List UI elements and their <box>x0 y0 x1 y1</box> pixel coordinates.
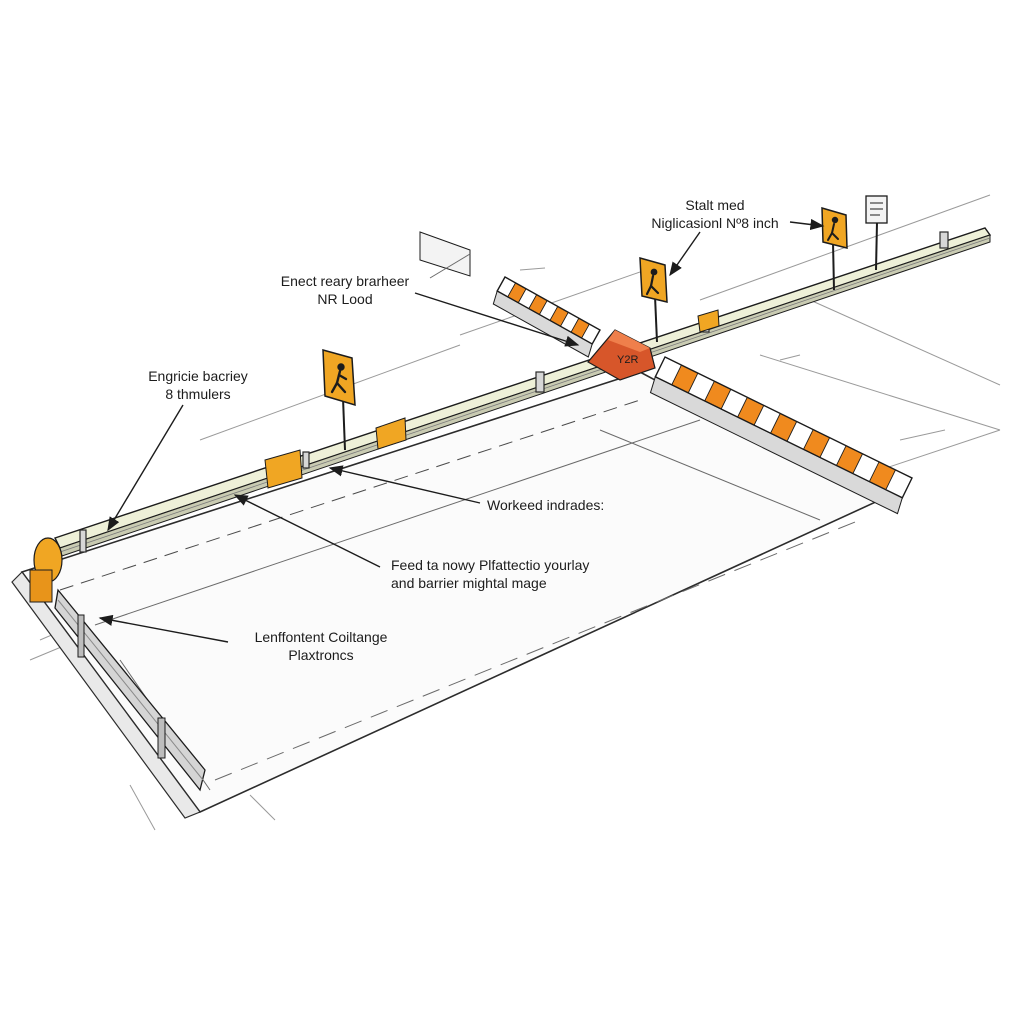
label-enect-barrier-line-1: Enect reary brarheer <box>280 273 410 289</box>
label-worked-indrades-line-1: Workeed indrades: <box>487 497 605 513</box>
rail-plates <box>264 309 720 489</box>
label-engricie-barrier-line-2: 8 thmulers <box>165 386 231 402</box>
leader-arrows <box>98 218 825 643</box>
arrow-worked-indrades <box>328 465 481 504</box>
info-sign-far-right <box>865 195 888 271</box>
side-fence <box>54 588 206 792</box>
label-lenffontent-line-1: Lenffontent Coiltange <box>254 629 388 645</box>
label-staff-med: Stalt med Niglicasionl Nº8 inch <box>651 196 778 232</box>
label-lenffontent-line-2: Plaxtroncs <box>288 647 354 663</box>
rail-end-cap <box>29 537 63 603</box>
label-worked-indrades: Workeed indrades: <box>487 496 604 514</box>
pedestrian-sign-right <box>821 206 848 291</box>
background-sign <box>419 231 471 279</box>
svg-text:Y2R: Y2R <box>617 354 638 366</box>
center-cone-block: Y2R <box>587 329 656 381</box>
barrier-upper-outline <box>496 276 601 345</box>
pedestrian-icon <box>330 363 348 394</box>
label-feed-platform-line-1: Feed ta nowy Plfattectio yourlay <box>391 557 590 573</box>
label-staff-med-line-2: Niglicasionl Nº8 inch <box>651 215 779 231</box>
pedestrian-icon <box>827 216 839 241</box>
arrow-feed-platform <box>233 494 381 568</box>
pedestrian-sign-left <box>322 349 356 451</box>
label-enect-barrier: Enect reary brarheer NR Lood <box>281 272 409 308</box>
pedestrian-sign-center <box>639 256 668 343</box>
label-feed-platform: Feed ta nowy Plfattectio yourlay and bar… <box>391 556 589 592</box>
info-board-icon <box>870 202 883 216</box>
arrow-engricie-barrier <box>107 404 184 532</box>
arrow-lenffontent <box>98 614 229 643</box>
label-lenffontent: Lenffontent Coiltange Plaxtroncs <box>255 628 388 664</box>
arrow-staff-med-right <box>789 218 825 231</box>
label-engricie-barrier-line-1: Engricie bacriey <box>148 368 248 384</box>
arrow-enect-barrier <box>414 292 580 347</box>
barrier-lower-outline <box>654 356 913 499</box>
label-enect-barrier-line-2: NR Lood <box>317 291 373 307</box>
pedestrian-icon <box>645 268 660 296</box>
road-platform <box>11 371 882 819</box>
label-staff-med-line-1: Stalt med <box>685 197 745 213</box>
striped-barrier-lower <box>649 356 913 515</box>
label-feed-platform-line-2: and barrier mightal mage <box>391 575 547 591</box>
label-engricie-barrier: Engricie bacriey 8 thmulers <box>148 367 248 403</box>
arrow-staff-med <box>669 231 701 277</box>
striped-barrier-upper <box>492 276 601 358</box>
